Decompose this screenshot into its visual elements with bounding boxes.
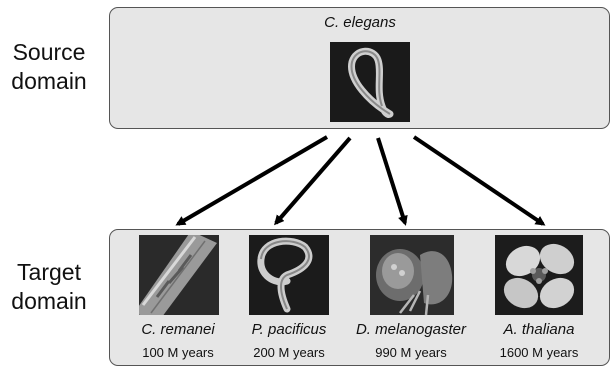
source-species-name: C. elegans: [300, 14, 420, 31]
d-melanogaster-image-icon: [370, 235, 454, 315]
target-species-name: D. melanogaster: [346, 321, 476, 338]
target-species-years: 200 M years: [229, 345, 349, 360]
source-label-line1: Source: [0, 38, 98, 67]
target-species-name: P. pacificus: [229, 321, 349, 338]
target-species-years: 990 M years: [346, 345, 476, 360]
arrow-to-d-melanogaster: [378, 138, 405, 223]
arrow-to-a-thaliana: [414, 137, 543, 224]
target-species-name: C. remanei: [118, 321, 238, 338]
target-species-name: A. thaliana: [479, 321, 599, 338]
target-label-line1: Target: [0, 258, 98, 287]
target-species-years: 1600 M years: [479, 345, 599, 360]
target-domain-label: Target domain: [0, 258, 98, 316]
c-remanei-image-icon: [139, 235, 219, 315]
source-label-line2: domain: [0, 67, 98, 96]
arrow-to-p-pacificus: [276, 138, 350, 223]
p-pacificus-image-icon: [249, 235, 329, 315]
target-label-line2: domain: [0, 287, 98, 316]
target-species-years: 100 M years: [118, 345, 238, 360]
a-thaliana-image-icon: [495, 235, 583, 315]
arrow-to-c-remanei: [178, 137, 327, 224]
source-domain-label: Source domain: [0, 38, 98, 96]
source-species-image-icon: [330, 42, 410, 122]
